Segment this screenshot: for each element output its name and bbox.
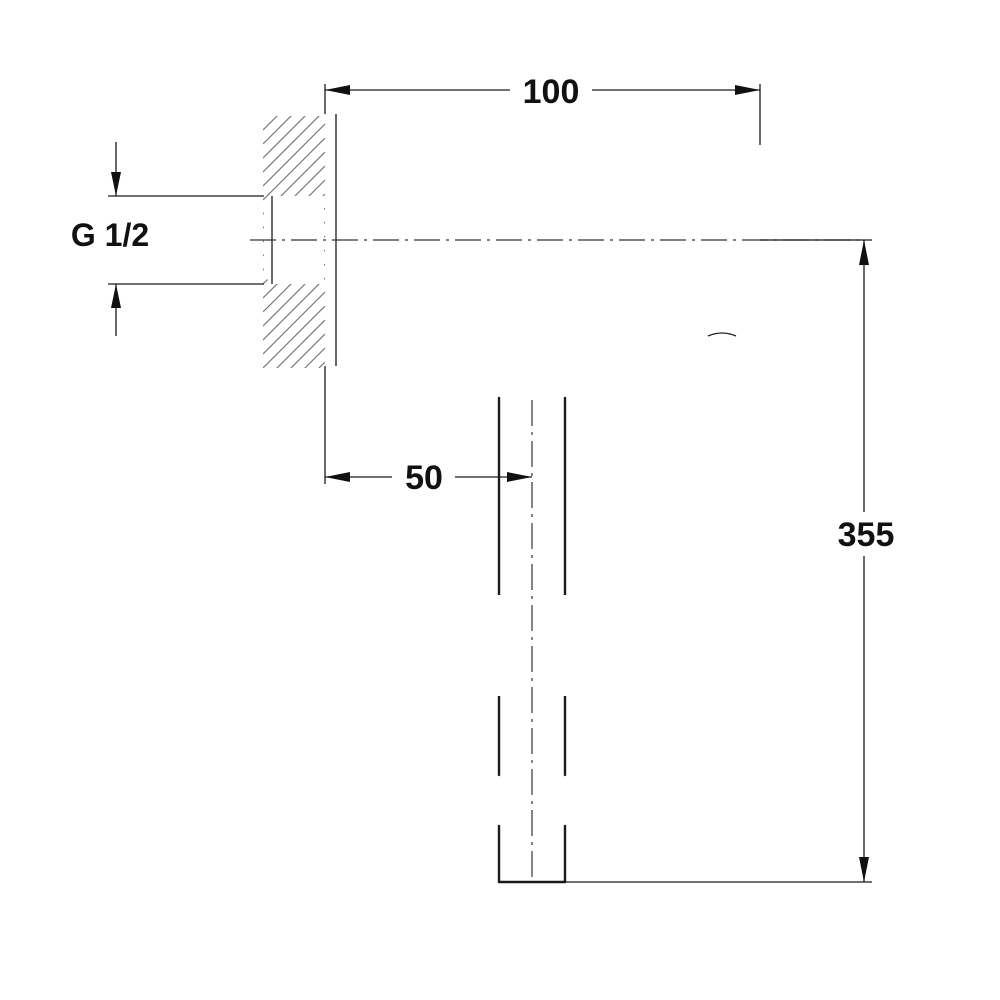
push-button-cap [619,145,760,337]
dimension-355: 355 [565,239,895,883]
valve-body [354,154,585,398]
dimension-50: 50 [324,366,532,497]
dimension-50-label: 50 [405,459,443,497]
thread-size-label: G 1/2 [71,217,149,253]
body-screw [583,360,590,394]
dimension-100-label: 100 [523,73,580,111]
outlet-pipe [497,396,567,884]
center-lines [250,239,860,880]
dimension-355-label: 355 [838,516,895,554]
dimension-thread: G 1/2 [71,142,264,336]
dimension-100: 100 [324,73,761,145]
